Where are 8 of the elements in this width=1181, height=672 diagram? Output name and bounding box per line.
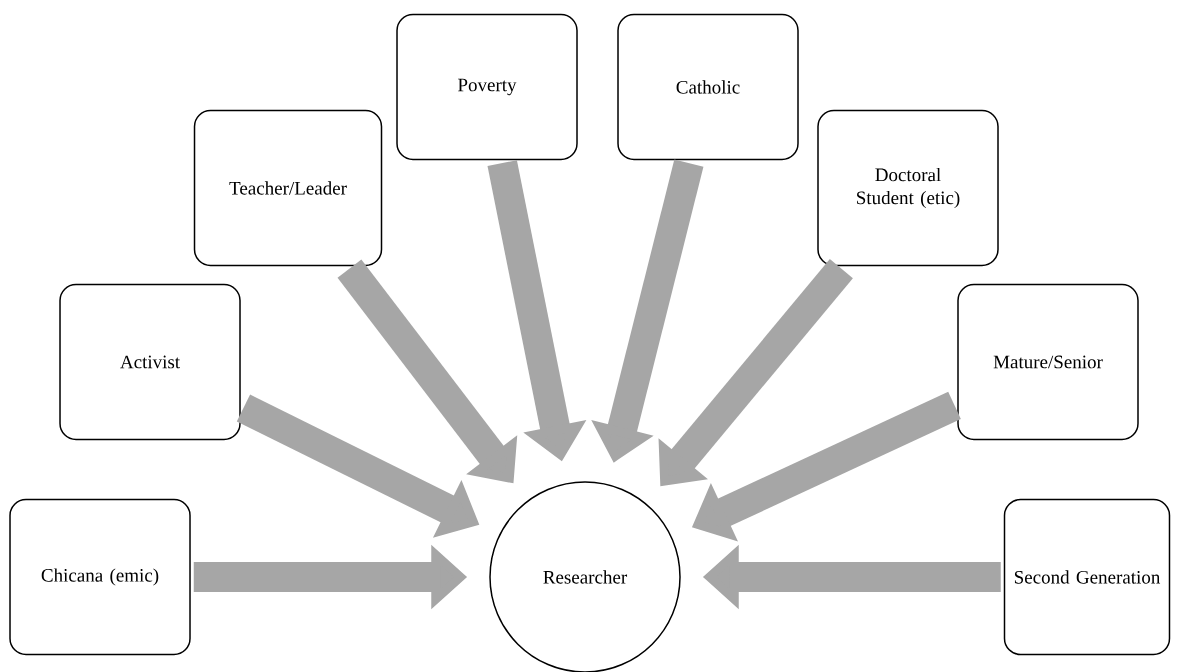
- label-box: Activist: [59, 283, 241, 441]
- label-box: Mature/Senior: [957, 283, 1139, 441]
- label-box: Second Generation: [1003, 498, 1171, 656]
- label-box: Doctoral Student (etic): [817, 109, 999, 267]
- label-box: Teacher/Leader: [193, 109, 383, 267]
- label-box: Poverty: [396, 13, 578, 161]
- label-box: Catholic: [617, 13, 799, 161]
- label-box: Chicana (emic): [9, 498, 191, 656]
